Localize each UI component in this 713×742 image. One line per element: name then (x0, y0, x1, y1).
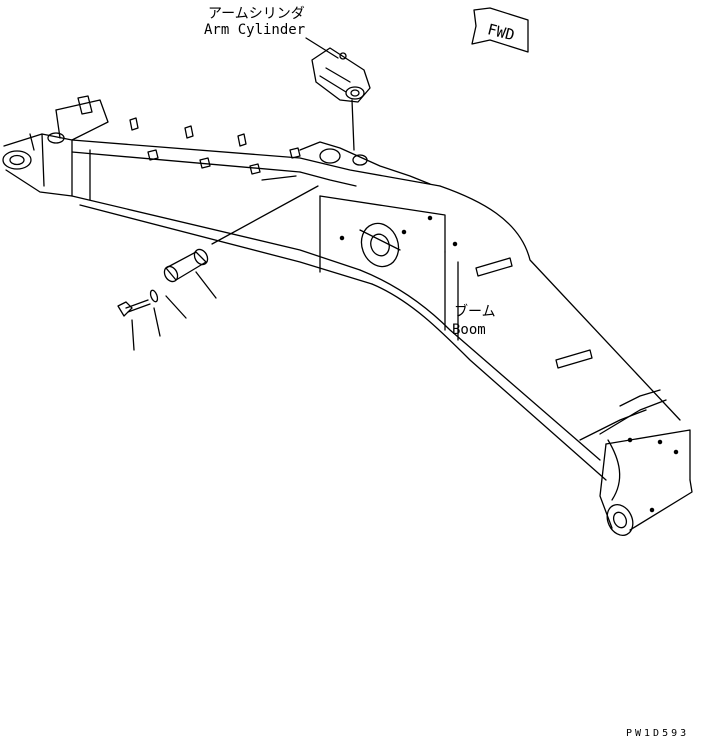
leader-washer (165, 295, 187, 319)
leader-ring (153, 307, 161, 337)
leader-bolt (131, 319, 135, 351)
arm-cylinder-label-en: Arm Cylinder (204, 22, 306, 38)
arm-cylinder-label-jp: アームシリンダ (208, 6, 305, 22)
fwd-arrow-icon: FWD (471, 7, 529, 53)
boom-foot-pin-boss (2, 150, 32, 170)
arm-cylinder (305, 37, 371, 151)
bolt-part (117, 299, 151, 317)
boom-center-boss (360, 222, 400, 268)
boom-structure (2, 95, 693, 537)
washer-part (149, 289, 159, 303)
pin-part (163, 248, 209, 283)
boom-arm-pin-boss (606, 503, 634, 537)
leader-cylinder-to-boom (211, 185, 319, 245)
boom-label-jp: ブーム (454, 304, 496, 320)
boom-label-en: Boom (452, 322, 486, 338)
drawing-number: PW1D593 (626, 728, 690, 739)
leader-pin (195, 271, 217, 299)
